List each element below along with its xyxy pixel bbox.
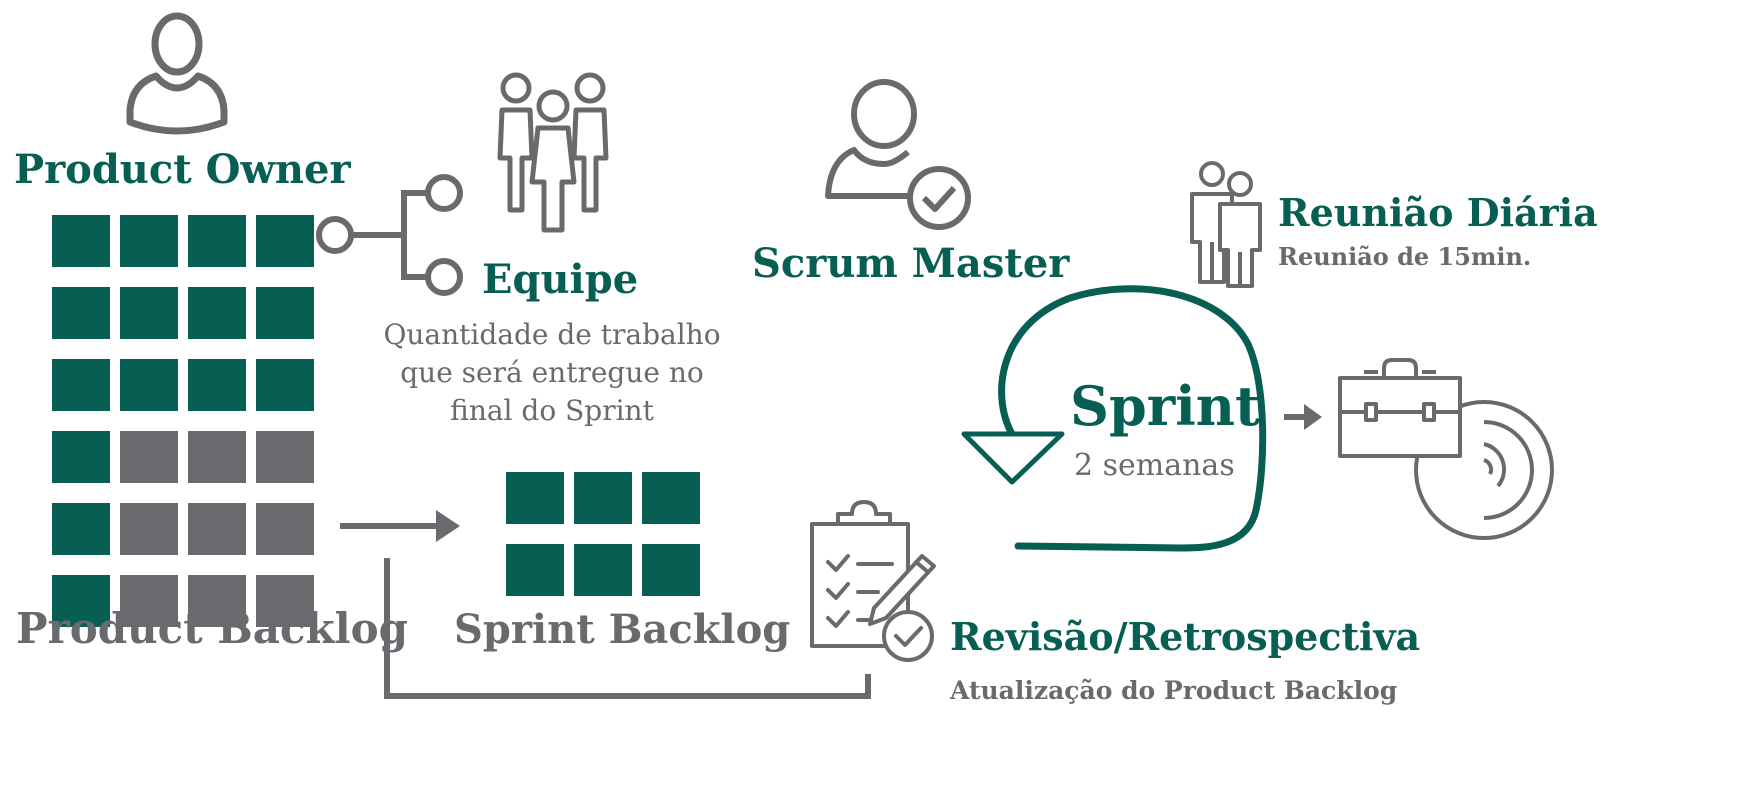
sprint-backlog-item bbox=[506, 544, 564, 596]
backlog-item bbox=[188, 359, 246, 411]
sprint-backlog-item bbox=[506, 472, 564, 524]
person-icon bbox=[126, 12, 228, 135]
sprint-backlog-title: Sprint Backlog bbox=[454, 606, 791, 653]
sprint-loop-icon bbox=[961, 285, 1267, 552]
sprint-duration: 2 semanas bbox=[1074, 448, 1235, 483]
backlog-item bbox=[188, 431, 246, 483]
backlog-item bbox=[120, 215, 178, 267]
briefcase-icon bbox=[1338, 358, 1554, 540]
backlog-item bbox=[256, 215, 314, 267]
backlog-item bbox=[188, 215, 246, 267]
description-line: que será entregue no bbox=[400, 356, 704, 389]
description-line: final do Sprint bbox=[450, 394, 654, 427]
revisao-title: Revisão/Retrospectiva bbox=[950, 614, 1421, 659]
sprint-backlog-item bbox=[574, 544, 632, 596]
equipe-description: Quantidade de trabalho que será entregue… bbox=[372, 316, 732, 430]
backlog-item bbox=[188, 503, 246, 555]
sprint-backlog-item bbox=[642, 544, 700, 596]
product-backlog-grid bbox=[52, 215, 314, 627]
equipe-title: Equipe bbox=[482, 256, 639, 303]
backlog-item bbox=[52, 575, 110, 627]
sprint-backlog-item bbox=[574, 472, 632, 524]
backlog-item bbox=[52, 215, 110, 267]
sprint-backlog-item bbox=[642, 472, 700, 524]
person-check-icon bbox=[825, 79, 971, 230]
connector-node-icon bbox=[316, 174, 463, 296]
backlog-item bbox=[52, 503, 110, 555]
team-icon bbox=[497, 72, 609, 233]
backlog-item bbox=[120, 359, 178, 411]
backlog-item bbox=[188, 287, 246, 339]
backlog-item bbox=[256, 575, 314, 627]
backlog-item bbox=[256, 503, 314, 555]
reuniao-diaria-subtitle: Reunião de 15min. bbox=[1278, 242, 1532, 271]
product-owner-title: Product Owner bbox=[14, 146, 351, 193]
sprint-title: Sprint bbox=[1070, 374, 1260, 438]
revisao-subtitle: Atualização do Product Backlog bbox=[950, 676, 1398, 705]
clipboard-check-icon bbox=[810, 500, 936, 662]
reuniao-diaria-title: Reunião Diária bbox=[1278, 190, 1598, 235]
backlog-item bbox=[256, 287, 314, 339]
backlog-item bbox=[256, 359, 314, 411]
backlog-item bbox=[120, 503, 178, 555]
backlog-item bbox=[52, 287, 110, 339]
backlog-item bbox=[120, 287, 178, 339]
arrow-right-icon bbox=[1284, 404, 1322, 430]
two-people-icon bbox=[1190, 161, 1262, 288]
feedback-loop-line bbox=[384, 558, 871, 699]
sprint-backlog-grid bbox=[506, 472, 700, 596]
backlog-item bbox=[256, 431, 314, 483]
backlog-item bbox=[120, 575, 178, 627]
product-backlog-title: Product Backlog bbox=[16, 604, 408, 653]
scrum-master-title: Scrum Master bbox=[752, 240, 1070, 287]
backlog-item bbox=[188, 575, 246, 627]
arrow-right-icon bbox=[340, 510, 460, 542]
description-line: Quantidade de trabalho bbox=[383, 318, 721, 351]
backlog-item bbox=[52, 359, 110, 411]
backlog-item bbox=[52, 431, 110, 483]
backlog-item bbox=[120, 431, 178, 483]
